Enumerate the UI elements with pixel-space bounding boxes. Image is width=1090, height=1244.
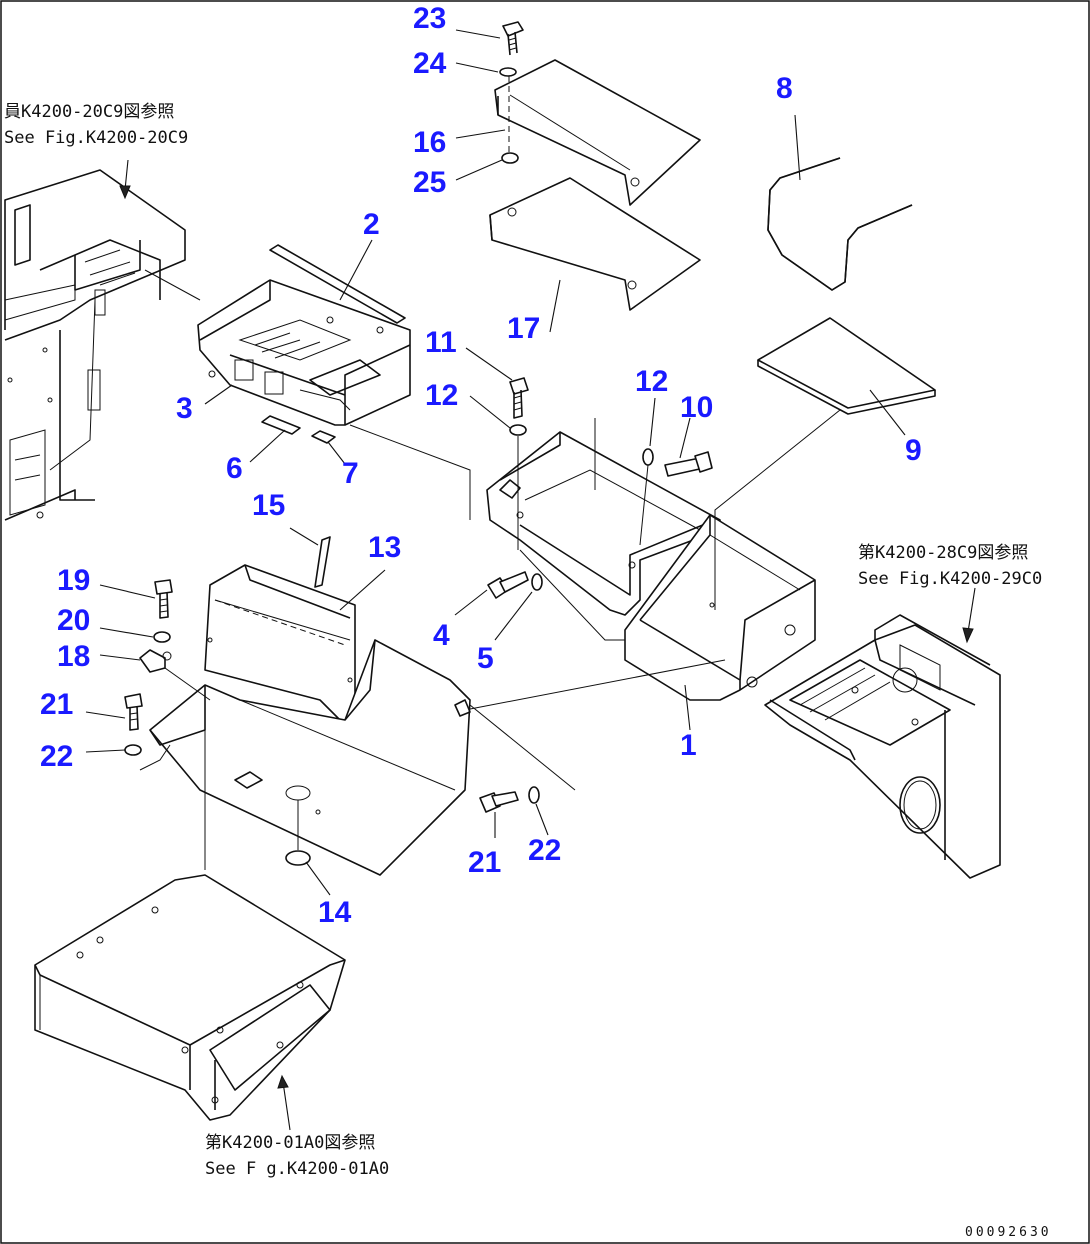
bolt-4 (487, 571, 529, 599)
bolt-23 (502, 21, 524, 56)
callout-10: 10 (680, 391, 713, 424)
left-frame-section (4, 169, 186, 521)
callout-12-right: 12 (635, 365, 668, 398)
strip-15 (314, 536, 331, 588)
callout-2: 2 (363, 208, 380, 241)
pad-7 (311, 430, 336, 444)
clamp-18 (139, 649, 172, 673)
ref-right-jp: 第K4200-28C9図参照 (858, 543, 1028, 563)
callout-leaders (85, 29, 906, 896)
bolt-19 (154, 579, 173, 619)
bolt-11 (509, 377, 529, 419)
callout-23: 23 (413, 2, 446, 35)
callout-labels: 23 24 16 25 8 2 17 11 12 12 10 9 3 6 7 1… (40, 2, 922, 929)
callout-9: 9 (905, 434, 922, 467)
callout-21-left: 21 (40, 688, 73, 721)
washer-12-upper (509, 424, 527, 436)
bolt-21-right (479, 791, 519, 813)
callout-16: 16 (413, 126, 446, 159)
handle-8 (767, 157, 913, 291)
callout-25: 25 (413, 166, 446, 199)
right-frame-section (764, 614, 1001, 879)
washer-22-right (528, 786, 540, 804)
washer-20 (153, 631, 171, 643)
washer-12-right (642, 448, 654, 466)
callout-11: 11 (425, 326, 457, 359)
cover-17 (489, 177, 701, 311)
ref-bottom-jp: 第K4200-01A0図参照 (205, 1133, 375, 1153)
callout-3: 3 (176, 392, 193, 425)
callout-22-right: 22 (528, 834, 561, 867)
callout-20: 20 (57, 604, 90, 637)
callout-15: 15 (252, 489, 285, 522)
washer-5 (531, 573, 543, 591)
callout-1: 1 (680, 729, 697, 762)
callout-24: 24 (413, 47, 447, 80)
washer-25 (501, 152, 519, 164)
box-bracket-1 (486, 431, 816, 701)
ref-left-en: See Fig.K4200-20C9 (4, 128, 188, 148)
strip-2 (269, 244, 406, 324)
drawing-code: 00092630 (965, 1225, 1052, 1240)
floor-plate-14 (149, 639, 576, 876)
callout-12-upper: 12 (425, 379, 458, 412)
plate-9 (757, 317, 936, 415)
cover-16 (494, 59, 701, 206)
bottom-frame-section (34, 874, 346, 1121)
washer-22-left (124, 744, 142, 756)
washer-24 (499, 67, 517, 77)
callout-22-left: 22 (40, 740, 73, 773)
callout-7: 7 (342, 457, 359, 490)
callout-19: 19 (57, 564, 90, 597)
side-panel-13 (204, 564, 356, 721)
ref-left-jp: 員K4200-20C9図参照 (4, 102, 174, 122)
callout-5: 5 (477, 642, 494, 675)
reference-notes: 員K4200-20C9図参照 See Fig.K4200-20C9 第K4200… (4, 102, 1042, 1179)
washer-14 (285, 850, 311, 866)
callout-14: 14 (318, 896, 352, 929)
callout-21-right: 21 (468, 846, 501, 879)
callout-8: 8 (776, 72, 793, 105)
ref-right-en: See Fig.K4200-29C0 (858, 569, 1042, 589)
callout-13: 13 (368, 531, 401, 564)
bracket-assembly-3 (197, 279, 411, 426)
bolt-10 (664, 451, 713, 477)
callout-17: 17 (507, 312, 540, 345)
callout-4: 4 (433, 619, 450, 652)
pad-6 (261, 415, 301, 435)
bolt-21-left (124, 693, 143, 731)
ref-bottom-en: See F g.K4200-01A0 (205, 1159, 389, 1179)
callout-6: 6 (226, 452, 243, 485)
callout-18: 18 (57, 640, 90, 673)
